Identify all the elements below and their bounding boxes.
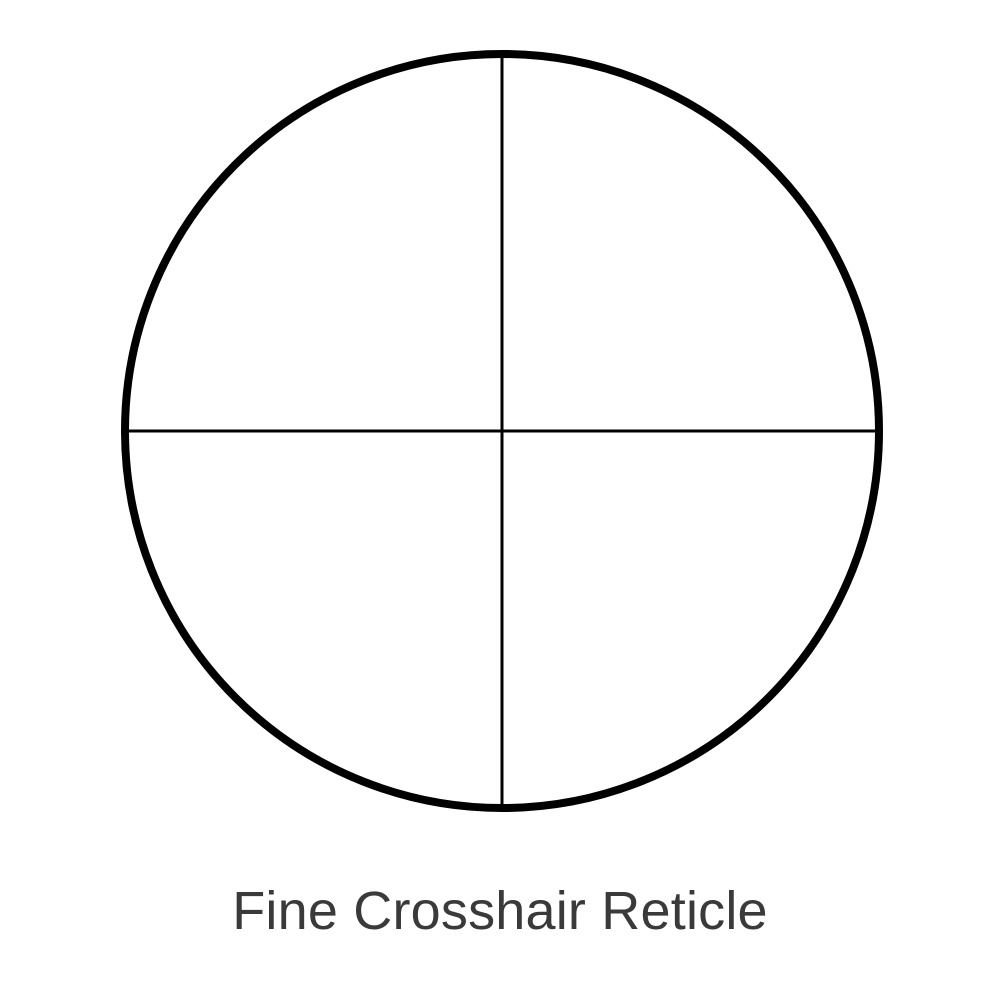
diagram-caption: Fine Crosshair Reticle bbox=[232, 881, 768, 941]
reticle-ring bbox=[121, 50, 883, 812]
reticle-svg bbox=[121, 50, 883, 812]
reticle-diagram bbox=[121, 50, 883, 812]
